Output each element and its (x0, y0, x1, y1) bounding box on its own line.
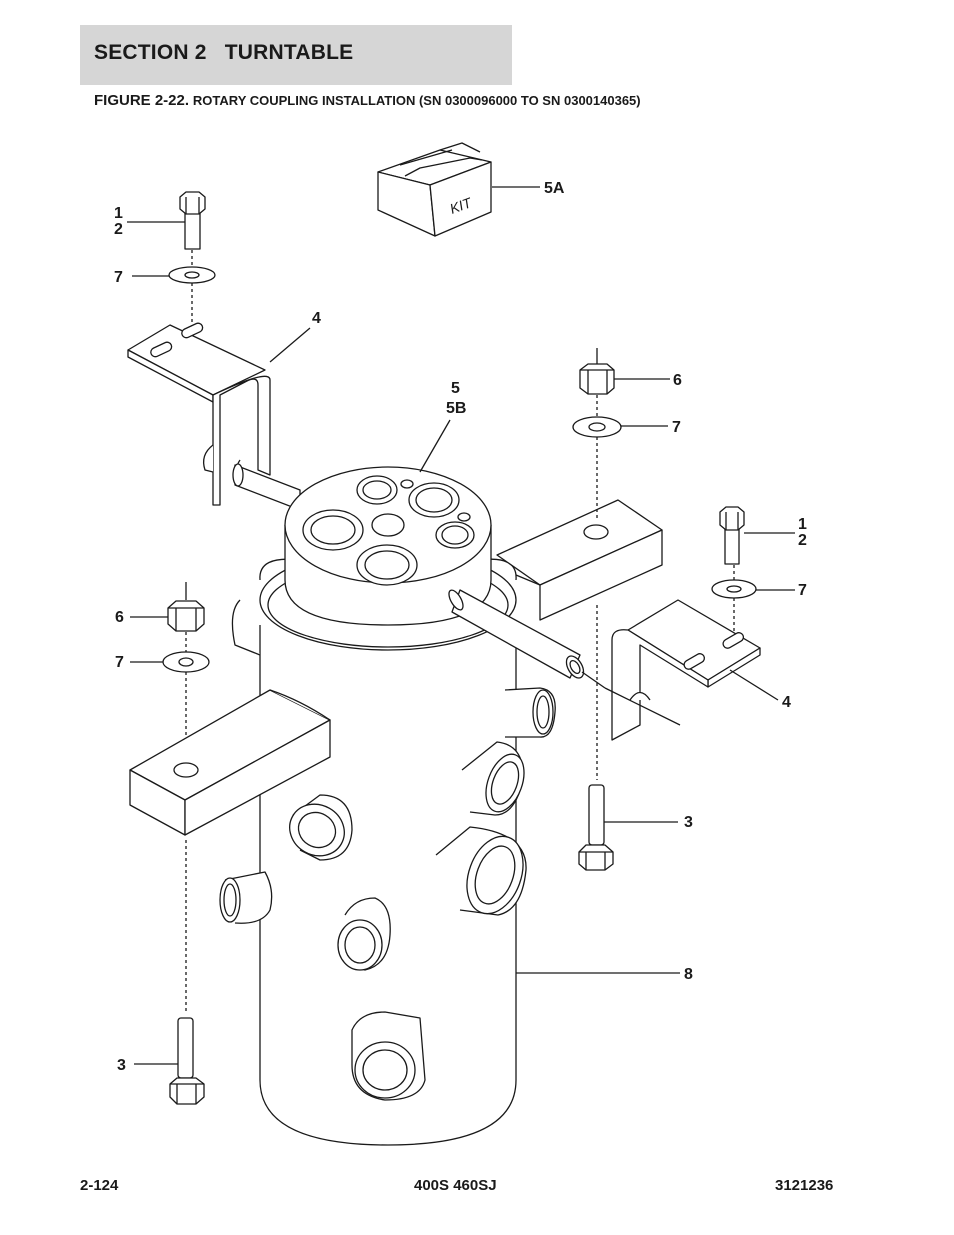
support-block-left (129, 689, 331, 836)
callout-3-right: 3 (684, 814, 693, 831)
callout-7-right-top: 7 (672, 419, 681, 436)
callout-2-left: 2 (114, 221, 123, 238)
washer-upper-left (168, 266, 216, 284)
bolt-lower-left (169, 1017, 205, 1105)
callout-6-left: 6 (115, 609, 124, 626)
figure-caption: FIGURE 2-22. ROTARY COUPLING INSTALLATIO… (94, 92, 641, 109)
bracket-right (611, 599, 761, 741)
callout-2-right: 2 (798, 532, 807, 549)
washer-lower-left (162, 651, 210, 673)
body-ports (219, 687, 556, 1101)
bolt-upper-left (179, 191, 206, 250)
callout-4-right: 4 (782, 694, 791, 711)
coupling-top-cap (284, 466, 492, 626)
callout-7-left-lower: 7 (115, 654, 124, 671)
callout-labels: 5A 1 2 7 4 5 5B 6 7 1 2 7 6 7 4 3 8 3 (114, 180, 807, 1074)
nut-lower-left (167, 600, 205, 632)
bracket-left (127, 322, 271, 506)
callout-1-right: 1 (798, 516, 807, 533)
callout-5: 5 (451, 380, 460, 397)
callout-6-right: 6 (673, 372, 682, 389)
callout-3-left: 3 (117, 1057, 126, 1074)
figure-number: FIGURE 2-22. (94, 92, 190, 109)
callout-5b: 5B (446, 400, 466, 417)
callout-4-left: 4 (312, 310, 321, 327)
footer-model: 400S 460SJ (414, 1177, 497, 1194)
figure-title: ROTARY COUPLING INSTALLATION (SN 0300096… (192, 93, 641, 108)
kit-box-label: KIT (448, 194, 475, 217)
washer-upper-right (572, 416, 622, 438)
rod-right (448, 589, 585, 679)
washer-right-bracket (711, 579, 757, 599)
bolt-upper-right (719, 506, 745, 565)
footer-page-number: 2-124 (80, 1177, 119, 1194)
callout-8: 8 (684, 966, 693, 983)
section-header-band (80, 25, 512, 85)
nut-upper-right (579, 363, 615, 395)
callout-7-right-bracket: 7 (798, 582, 807, 599)
footer-doc-number: 3121236 (775, 1177, 834, 1194)
kit-box: KIT (377, 142, 492, 237)
callout-7-left-top: 7 (114, 269, 123, 286)
bolt-lower-right (578, 784, 614, 871)
callout-1-left: 1 (114, 205, 123, 222)
support-block-right (496, 499, 663, 621)
section-title: SECTION 2 TURNTABLE (94, 41, 354, 64)
callout-5a: 5A (544, 180, 565, 197)
